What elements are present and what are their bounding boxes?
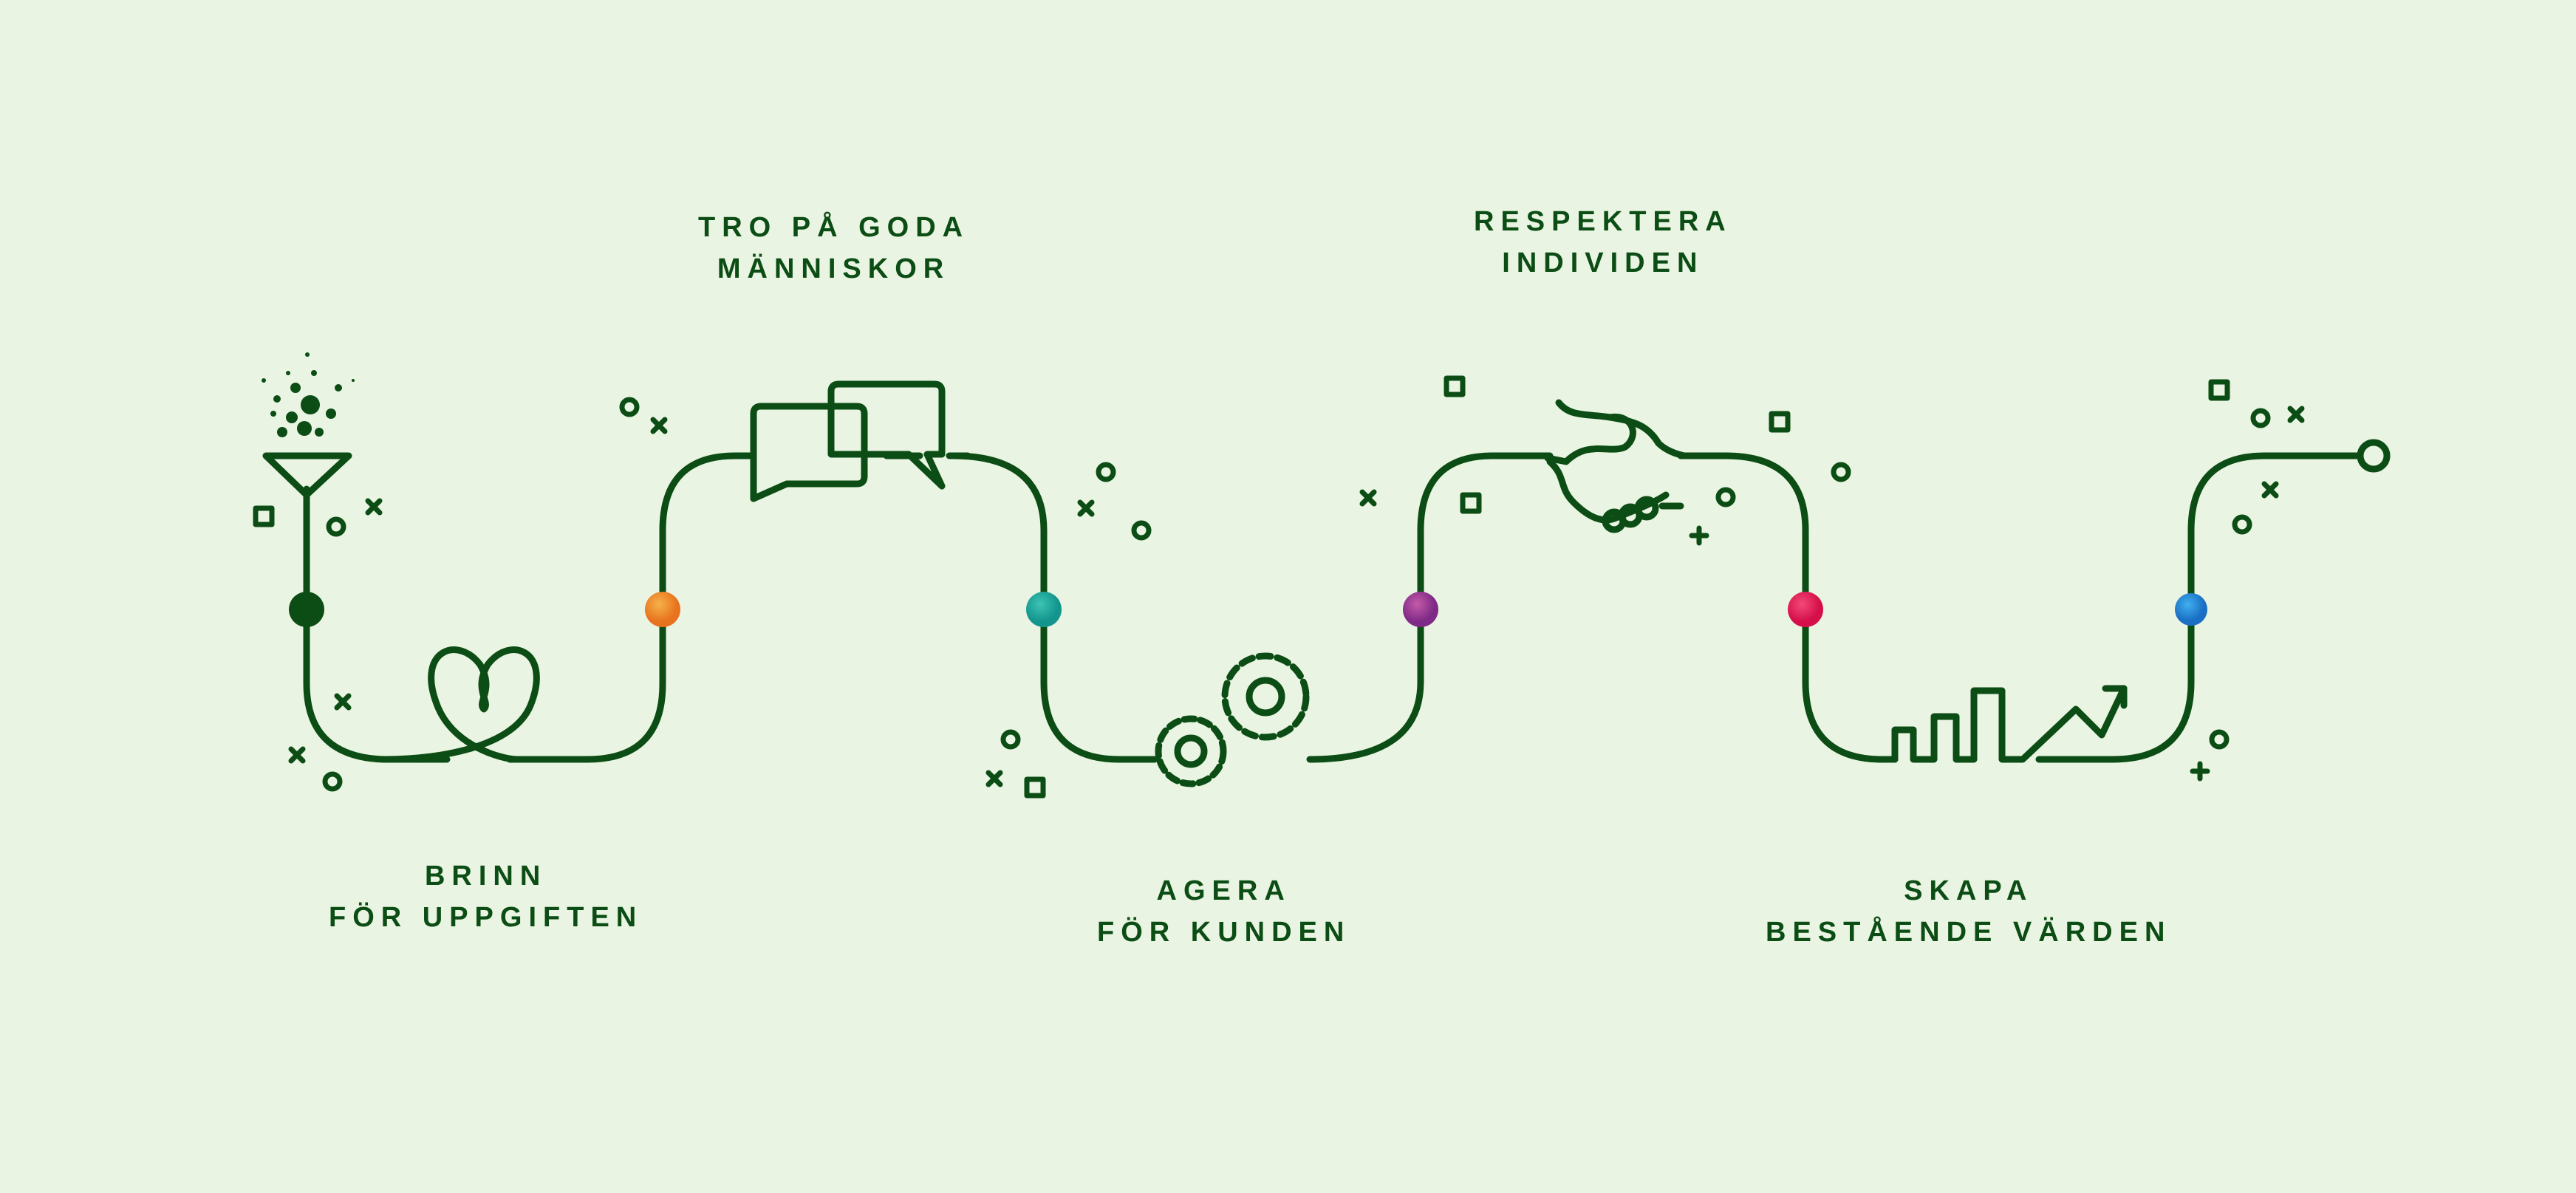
marker-respektera xyxy=(1403,592,1438,627)
label-agera: AGERA FÖR KUNDEN xyxy=(1097,870,1350,953)
label-skapa-line2: BESTÅENDE VÄRDEN xyxy=(1766,917,2172,948)
label-respektera: RESPEKTERA INDIVIDEN xyxy=(1474,201,1732,284)
sparkle-dots-icon xyxy=(262,352,355,437)
end-circle-icon xyxy=(2357,439,2391,473)
label-brinn-line2: FÖR UPPGIFTEN xyxy=(329,902,643,933)
path-markers xyxy=(289,592,2207,627)
marker-end xyxy=(2175,593,2207,626)
label-skapa: SKAPA BESTÅENDE VÄRDEN xyxy=(1766,870,2171,953)
label-brinn: BRINN FÖR UPPGIFTEN xyxy=(329,855,643,938)
main-path-line xyxy=(303,452,2360,763)
heart-loop-icon xyxy=(380,646,540,763)
chat-bubbles-icon xyxy=(750,380,946,502)
label-respektera-line1: RESPEKTERA xyxy=(1474,206,1732,237)
label-agera-line1: AGERA xyxy=(1156,875,1291,906)
funnel-icon xyxy=(262,452,352,499)
label-agera-line2: FÖR KUNDEN xyxy=(1097,917,1351,948)
handshake-icon xyxy=(1544,399,1688,533)
marker-agera xyxy=(1026,592,1062,627)
label-skapa-line1: SKAPA xyxy=(1904,875,2034,906)
confetti-decor xyxy=(253,375,2305,799)
label-tro-line2: MÄNNISKOR xyxy=(717,253,951,284)
gears-icon xyxy=(1155,652,1310,787)
label-tro-line1: TRO PÅ GODA xyxy=(698,212,970,243)
label-tro: TRO PÅ GODA MÄNNISKOR xyxy=(698,207,969,290)
label-respektera-line2: INDIVIDEN xyxy=(1502,247,1704,278)
marker-skapa xyxy=(1788,592,1823,627)
marker-brinn xyxy=(289,592,324,627)
growth-chart-icon xyxy=(1891,685,2128,763)
marker-tro xyxy=(645,592,680,627)
label-brinn-line1: BRINN xyxy=(424,861,547,892)
